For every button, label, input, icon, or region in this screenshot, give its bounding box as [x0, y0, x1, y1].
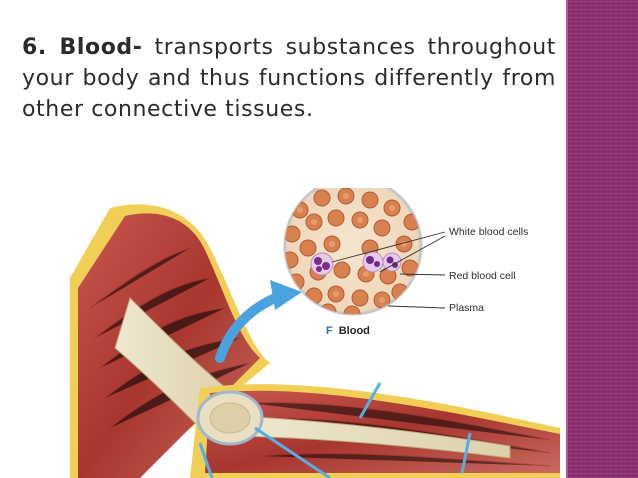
- elbow-anatomy-illustration: [70, 188, 560, 478]
- figure-caption: F Blood: [326, 325, 370, 337]
- slide-body-text: 6. Blood- transports substances througho…: [22, 32, 556, 125]
- decorative-sidebar: [568, 0, 638, 478]
- white-blood-cells: [310, 251, 402, 276]
- figure-panel-title: Blood: [338, 325, 370, 337]
- blood-vessels: [198, 382, 472, 478]
- arrow-head: [270, 280, 302, 310]
- magnify-arrow: [215, 291, 285, 363]
- slide-heading: 6. Blood-: [22, 35, 143, 60]
- label-red-blood-cell: Red blood cell: [449, 270, 516, 282]
- forearm-bone: [239, 415, 511, 459]
- label-plasma: Plasma: [449, 302, 485, 314]
- figure-panel-letter: F: [326, 325, 333, 337]
- sidebar-edge: [566, 0, 568, 478]
- label-leader-lines: [331, 231, 446, 309]
- label-white-blood-cells: White blood cells: [449, 226, 529, 238]
- slide-description: transports substances throughout your bo…: [22, 35, 556, 122]
